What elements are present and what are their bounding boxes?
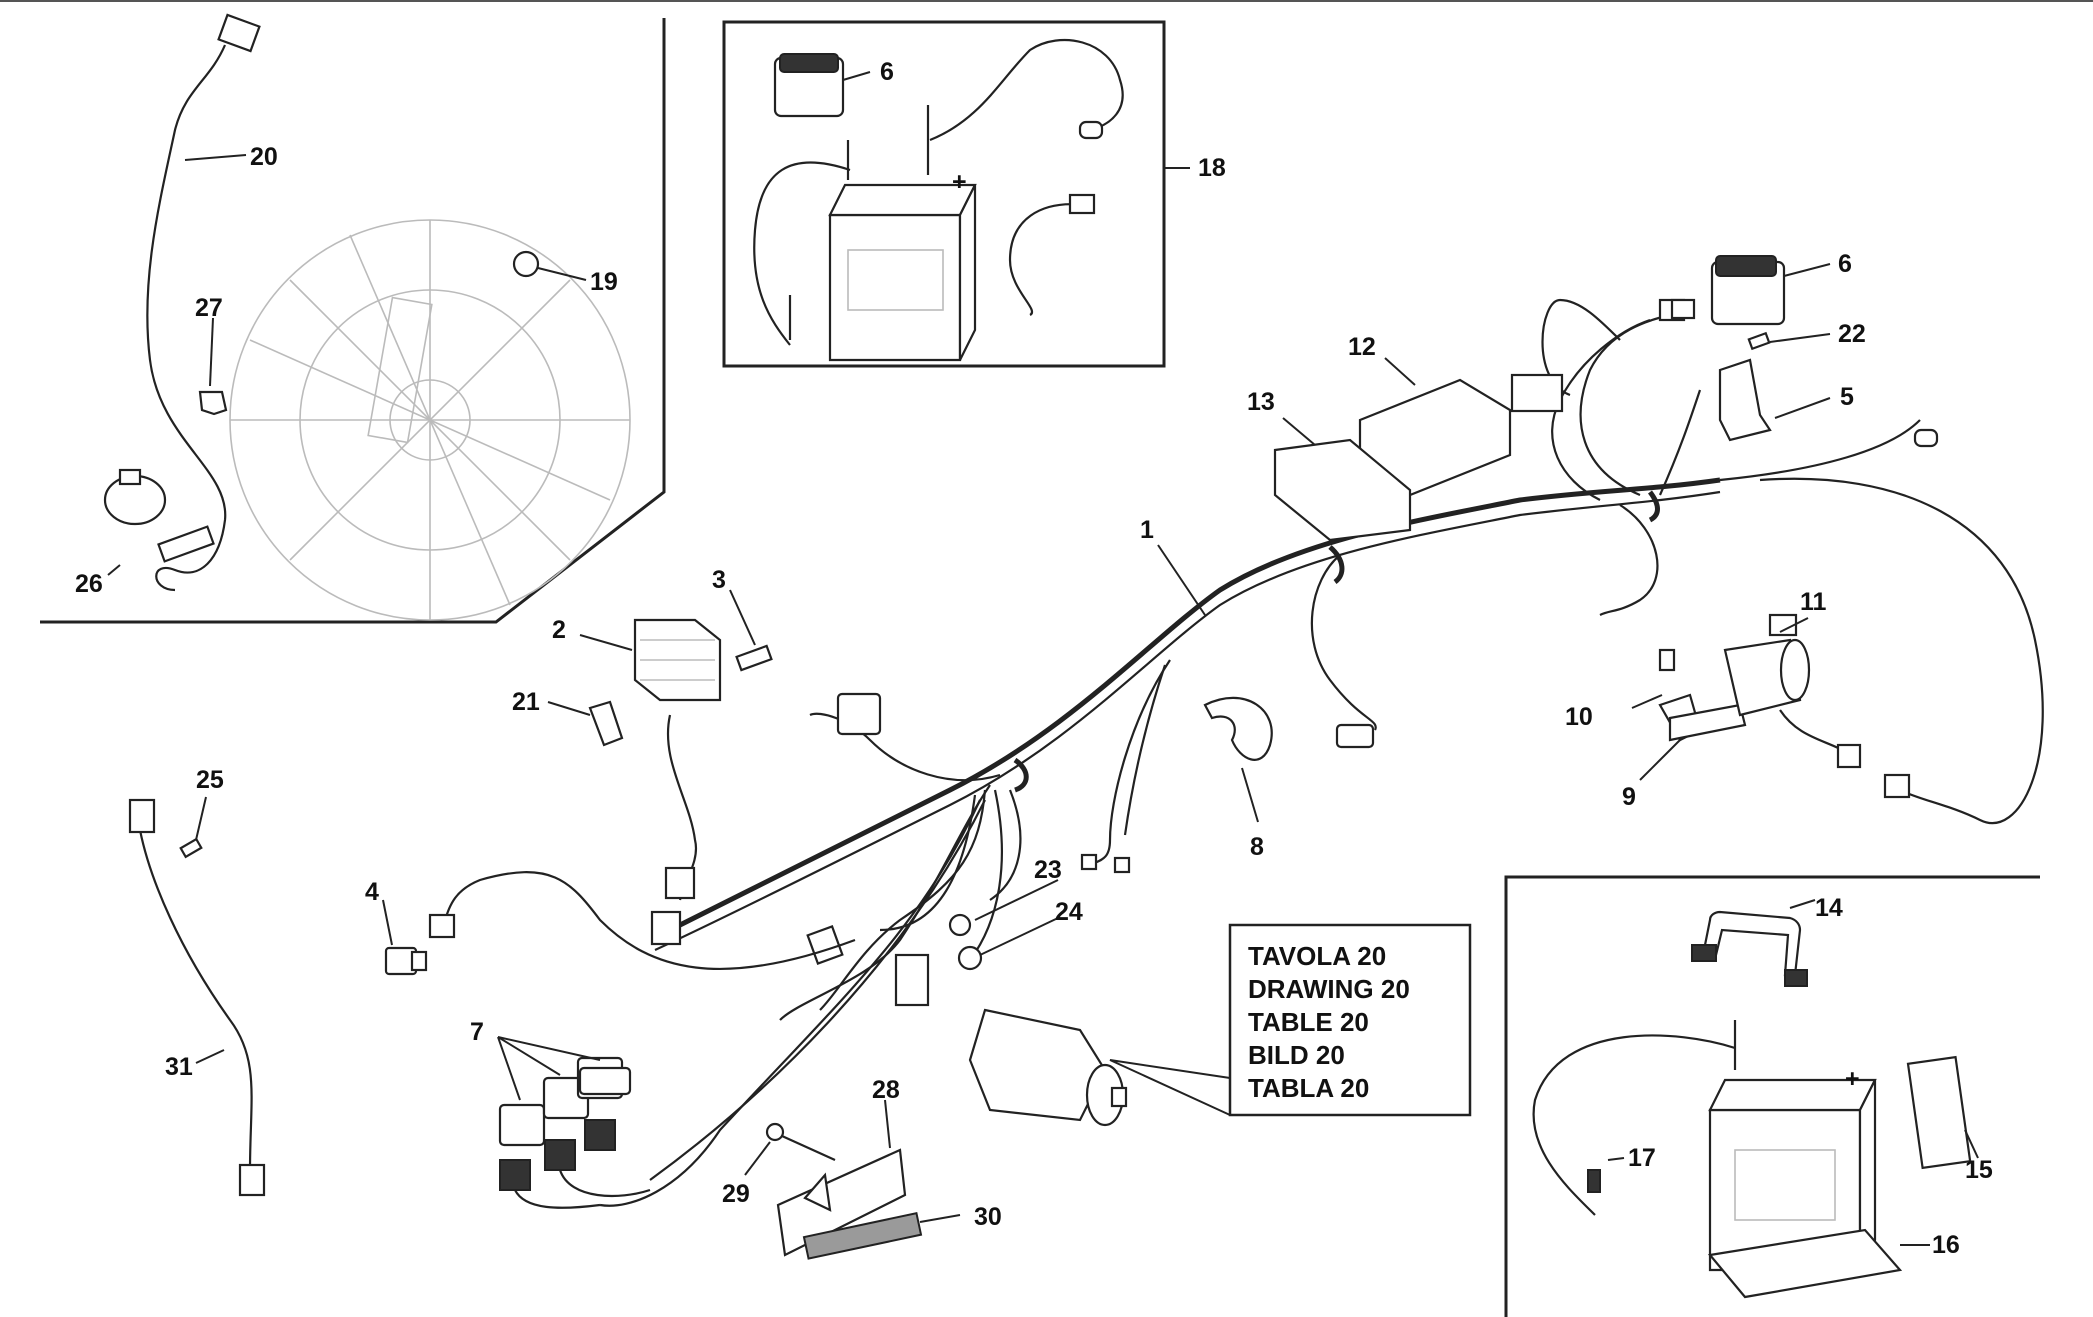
callout: 13 xyxy=(1247,388,1275,416)
callout: 20 xyxy=(250,143,278,171)
callout: 18 xyxy=(1198,154,1226,182)
svg-text:+: + xyxy=(952,168,967,196)
callout: 6 xyxy=(1838,250,1852,278)
callout: 29 xyxy=(722,1180,750,1208)
reference-line: TABLA 20 xyxy=(1248,1073,1369,1103)
callout: 9 xyxy=(1622,783,1636,811)
callout: 19 xyxy=(590,268,618,296)
callout: 23 xyxy=(1034,856,1062,884)
reference-box: TAVOLA 20 DRAWING 20 TABLE 20 BILD 20 TA… xyxy=(1228,923,1472,1117)
callout: 4 xyxy=(365,878,379,906)
relay-right xyxy=(1710,255,1831,442)
bracket-assembly xyxy=(744,1099,961,1260)
callout: 12 xyxy=(1348,333,1376,361)
bolt xyxy=(729,589,773,672)
callout: 21 xyxy=(512,688,540,716)
clip xyxy=(588,700,624,747)
callout: 30 xyxy=(974,1203,1002,1231)
bracket-and-condenser xyxy=(1631,613,1862,781)
callout: 31 xyxy=(165,1053,193,1081)
callout: 1 xyxy=(1140,516,1154,544)
callout: 11 xyxy=(1800,588,1827,616)
control-units xyxy=(1273,357,1512,542)
sensor xyxy=(382,899,428,976)
callout: 17 xyxy=(1628,1144,1656,1172)
callout: 26 xyxy=(75,570,103,598)
callout: 5 xyxy=(1840,383,1854,411)
callout: 24 xyxy=(1055,898,1083,926)
callout: 7 xyxy=(470,1018,484,1046)
callout: 28 xyxy=(872,1076,900,1104)
starter-motor xyxy=(948,879,1231,1127)
callout: 6 xyxy=(880,58,894,86)
callout: 14 xyxy=(1815,894,1843,922)
callout: 27 xyxy=(195,294,223,322)
reference-line: BILD 20 xyxy=(1248,1040,1345,1070)
callout: 16 xyxy=(1932,1231,1960,1259)
callout: 25 xyxy=(196,766,224,794)
callout-labels: 1 2 3 4 5 6 6 7 8 9 10 11 12 13 14 15 16… xyxy=(75,58,1993,1259)
svg-text:+: + xyxy=(1845,1065,1860,1093)
reference-line: TABLE 20 xyxy=(1248,1007,1369,1037)
callout: 10 xyxy=(1565,703,1593,731)
battery-inset: + xyxy=(1504,875,2040,1317)
relay-set xyxy=(497,1036,651,1209)
callout: 15 xyxy=(1965,1156,1993,1184)
callout: 2 xyxy=(552,616,566,644)
cable-31 xyxy=(128,796,266,1197)
cable-clamp xyxy=(1203,696,1273,823)
callout: 8 xyxy=(1250,833,1264,861)
reference-line: TAVOLA 20 xyxy=(1248,941,1386,971)
wheel-sensor-inset xyxy=(40,13,666,624)
battery-kit-box: + xyxy=(722,20,1190,368)
callout: 3 xyxy=(712,566,726,594)
reference-line: DRAWING 20 xyxy=(1248,974,1410,1004)
voltage-regulator xyxy=(579,618,722,702)
callout: 22 xyxy=(1838,320,1866,348)
main-wiring-harness xyxy=(428,298,2044,1207)
